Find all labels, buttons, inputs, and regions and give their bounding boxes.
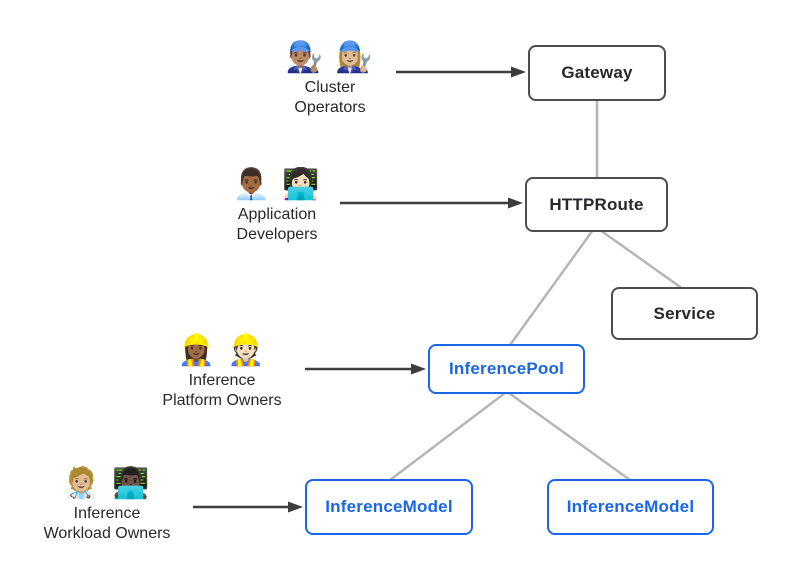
arrow-inference-workload-owners-to-inferencemodel xyxy=(193,501,303,513)
edge-httproute-inferencepool xyxy=(508,229,595,346)
persona-label-line2: Platform Owners xyxy=(162,392,282,409)
developers-emoji: 👨🏾‍💼 👩🏻‍💻 xyxy=(232,168,322,201)
node-label: Gateway xyxy=(561,63,633,82)
node-label: InferenceModel xyxy=(325,497,453,516)
edge-httproute-service xyxy=(599,228,684,291)
node-httproute: HTTPRoute xyxy=(525,177,668,232)
node-inferencepool: InferencePool xyxy=(428,344,585,394)
node-service: Service xyxy=(611,287,758,340)
node-label: InferencePool xyxy=(448,359,565,378)
node-label: HTTPRoute xyxy=(549,194,644,214)
node-gateway: Gateway xyxy=(528,45,666,101)
mechanics-emoji: 👨🏽‍🔧 👩🏼‍🔧 xyxy=(285,41,375,74)
persona-label-line1: Inference xyxy=(188,372,256,389)
workload-owners-emoji: 🧑🏼‍⚕️ 👨🏿‍💻 xyxy=(62,467,152,500)
persona-label-line1: Inference xyxy=(73,505,141,522)
persona-label-line1: Application xyxy=(237,206,317,223)
persona-inference-platform-owners: 👷🏾‍♀️ 👷🏻 Inference Platform Owners xyxy=(122,331,322,411)
node-label: Service xyxy=(653,303,716,323)
edge-inferencepool-inferencemodel-right xyxy=(508,391,631,482)
persona-label-line2: Developers xyxy=(236,226,318,243)
node-label: InferenceModel xyxy=(566,497,695,516)
persona-label-line2: Workload Owners xyxy=(43,525,171,542)
arrow-application-developers-to-httproute xyxy=(340,197,523,209)
persona-inference-workload-owners: 🧑🏼‍⚕️ 👨🏿‍💻 Inference Workload Owners xyxy=(7,464,207,544)
node-inferencemodel-right: InferenceModel xyxy=(547,479,714,535)
persona-label-line2: Operators xyxy=(294,99,366,116)
edge-inferencepool-inferencemodel-left xyxy=(389,392,506,481)
persona-label-line1: Cluster xyxy=(304,79,356,96)
persona-cluster-operators: 👨🏽‍🔧 👩🏼‍🔧 Cluster Operators xyxy=(250,38,410,118)
persona-application-developers: 👨🏾‍💼 👩🏻‍💻 Application Developers xyxy=(197,165,357,245)
arrow-inference-platform-owners-to-inferencepool xyxy=(305,363,426,375)
arrow-cluster-operators-to-gateway xyxy=(396,66,526,78)
construction-workers-emoji: 👷🏾‍♀️ 👷🏻 xyxy=(177,334,267,367)
node-inferencemodel-left: InferenceModel xyxy=(305,479,473,535)
